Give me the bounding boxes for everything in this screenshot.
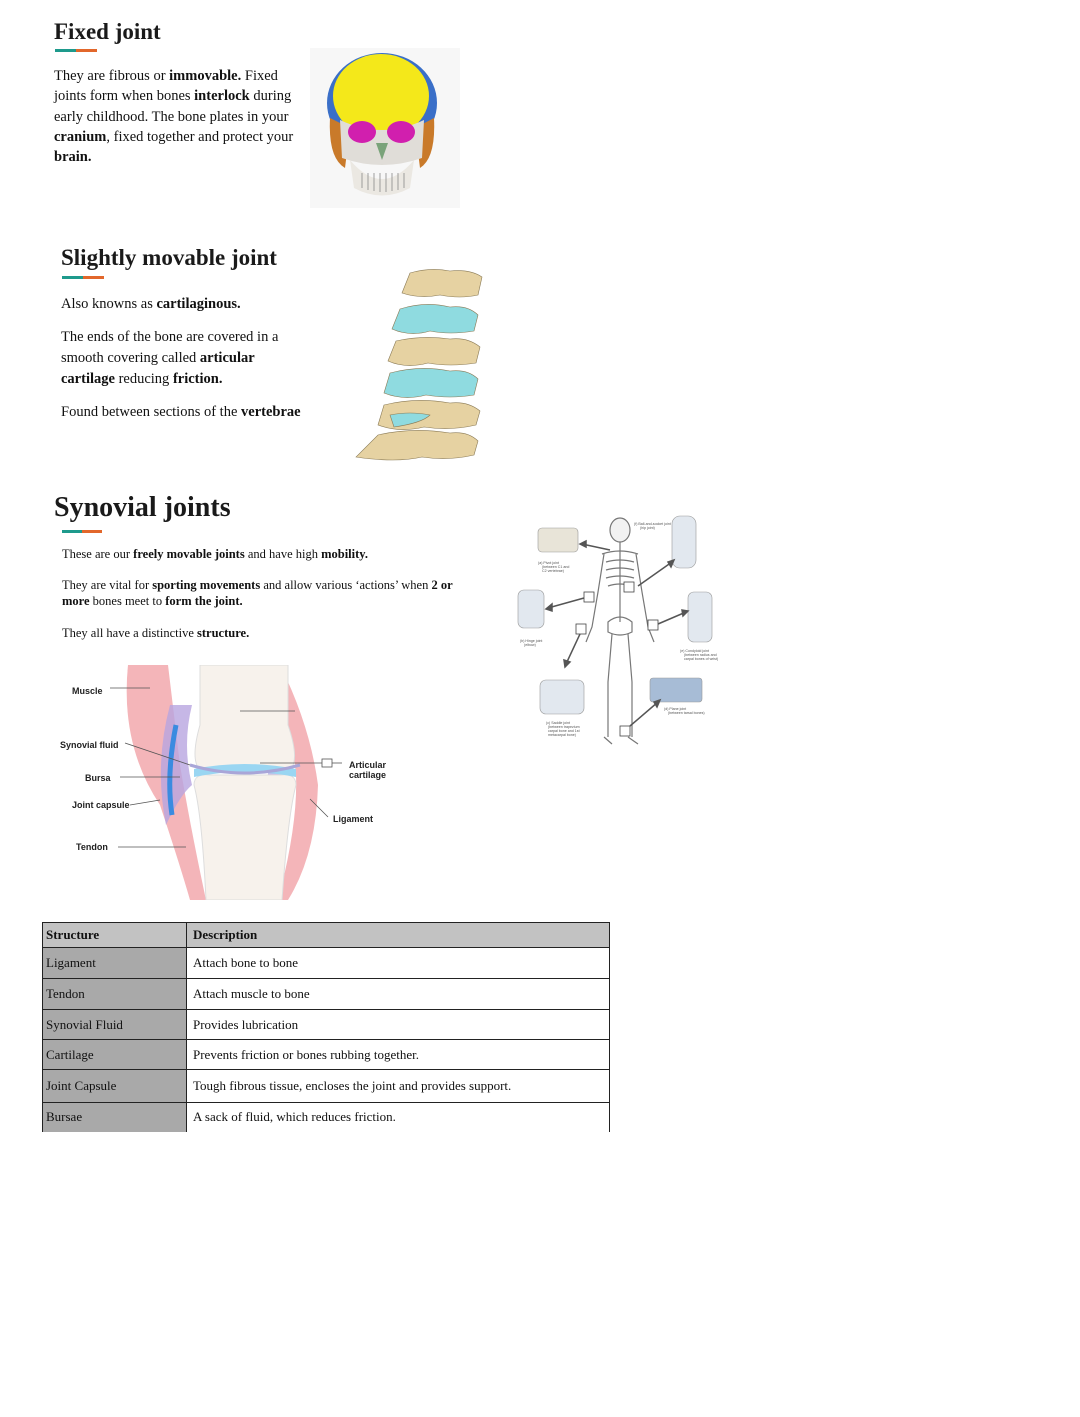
table-cell-structure: Bursae — [42, 1102, 187, 1132]
table-cell-structure: Joint Capsule — [42, 1069, 187, 1103]
table-cell-description: A sack of fluid, which reduces friction. — [186, 1102, 610, 1132]
label-articular-cartilage-2: cartilage — [349, 770, 387, 780]
synovial-p2: They are vital for sporting movements an… — [62, 578, 453, 608]
skeleton-joint-types-image: (f) Ball-and-socket joint (hip joint) (a… — [517, 515, 718, 745]
table-cell-description: Attach muscle to bone — [186, 978, 610, 1010]
svg-text:(b) Hinge joint: (b) Hinge joint — [520, 639, 542, 643]
svg-text:(e) Condyloid joint: (e) Condyloid joint — [680, 649, 709, 653]
svg-text:(between tarsal bones): (between tarsal bones) — [668, 711, 705, 715]
fixed-joint-title: Fixed joint — [54, 19, 161, 44]
svg-text:(between trapezium: (between trapezium — [548, 725, 580, 729]
svg-text:(f) Ball-and-socket joint: (f) Ball-and-socket joint — [634, 522, 671, 526]
table-row: Ligament Attach bone to bone — [42, 947, 610, 979]
table-cell-structure: Synovial Fluid — [42, 1009, 187, 1040]
table-cell-structure: Tendon — [42, 978, 187, 1010]
synovial-underline — [62, 530, 102, 533]
svg-text:(c) Saddle joint: (c) Saddle joint — [546, 721, 570, 725]
table-header-row: Structure Description — [42, 922, 610, 948]
label-articular-cartilage-1: Articular — [349, 760, 387, 770]
table-row: Cartilage Prevents friction or bones rub… — [42, 1039, 610, 1070]
svg-text:(d) Plane joint: (d) Plane joint — [664, 707, 686, 711]
label-tendon: Tendon — [76, 842, 108, 852]
table-cell-description: Prevents friction or bones rubbing toget… — [186, 1039, 610, 1070]
table-header-structure: Structure — [42, 922, 187, 948]
svg-text:(elbow): (elbow) — [524, 643, 536, 647]
svg-text:metacarpal bone): metacarpal bone) — [548, 733, 576, 737]
synovial-p3: They all have a distinctive structure. — [62, 626, 250, 640]
synovial-joints-title: Synovial joints — [54, 492, 231, 523]
svg-text:carpal bone and 1st: carpal bone and 1st — [548, 729, 580, 733]
label-muscle: Muscle — [72, 686, 103, 696]
vertebrae-image — [355, 269, 483, 461]
synovial-joint-diagram — [110, 665, 342, 900]
slightly-movable-underline — [62, 276, 104, 279]
table-cell-description: Tough fibrous tissue, encloses the joint… — [186, 1069, 610, 1103]
svg-text:carpal bones of wrist): carpal bones of wrist) — [684, 657, 718, 661]
svg-text:(hip joint): (hip joint) — [640, 526, 655, 530]
table-row: Synovial Fluid Provides lubrication — [42, 1009, 610, 1040]
table-row: Bursae A sack of fluid, which reduces fr… — [42, 1102, 610, 1132]
table-cell-structure: Cartilage — [42, 1039, 187, 1070]
label-ligament: Ligament — [333, 814, 374, 824]
label-joint-capsule: Joint capsule — [72, 800, 130, 810]
svg-text:(between radius and: (between radius and — [684, 653, 717, 657]
svg-text:(between C1 and: (between C1 and — [542, 565, 569, 569]
table-cell-description: Provides lubrication — [186, 1009, 610, 1040]
table-cell-structure: Ligament — [42, 947, 187, 979]
svg-text:C2 vertebrae): C2 vertebrae) — [542, 569, 564, 573]
structure-table: Structure Description Ligament Attach bo… — [42, 922, 610, 1132]
label-bursa: Bursa — [85, 773, 111, 783]
slightly-movable-p1: Also knowns as cartilaginous. — [61, 296, 241, 312]
skull-image — [310, 48, 460, 208]
slightly-movable-joint-title: Slightly movable joint — [61, 245, 277, 270]
table-row: Tendon Attach muscle to bone — [42, 978, 610, 1010]
table-header-description: Description — [186, 922, 610, 948]
fixed-joint-text: They are fibrous or immovable. Fixed joi… — [54, 68, 294, 166]
slightly-movable-p2: The ends of the bone are covered in a sm… — [61, 329, 279, 387]
table-cell-description: Attach bone to bone — [186, 947, 610, 979]
table-row: Joint Capsule Tough fibrous tissue, encl… — [42, 1069, 610, 1103]
svg-text:(a) Pivot joint: (a) Pivot joint — [538, 561, 559, 565]
fixed-joint-underline — [55, 49, 97, 52]
synovial-p1: These are our freely movable joints and … — [62, 547, 368, 561]
slightly-movable-p3: Found between sections of the vertebrae — [61, 404, 301, 420]
label-synovial-fluid: Synovial fluid — [60, 740, 119, 750]
